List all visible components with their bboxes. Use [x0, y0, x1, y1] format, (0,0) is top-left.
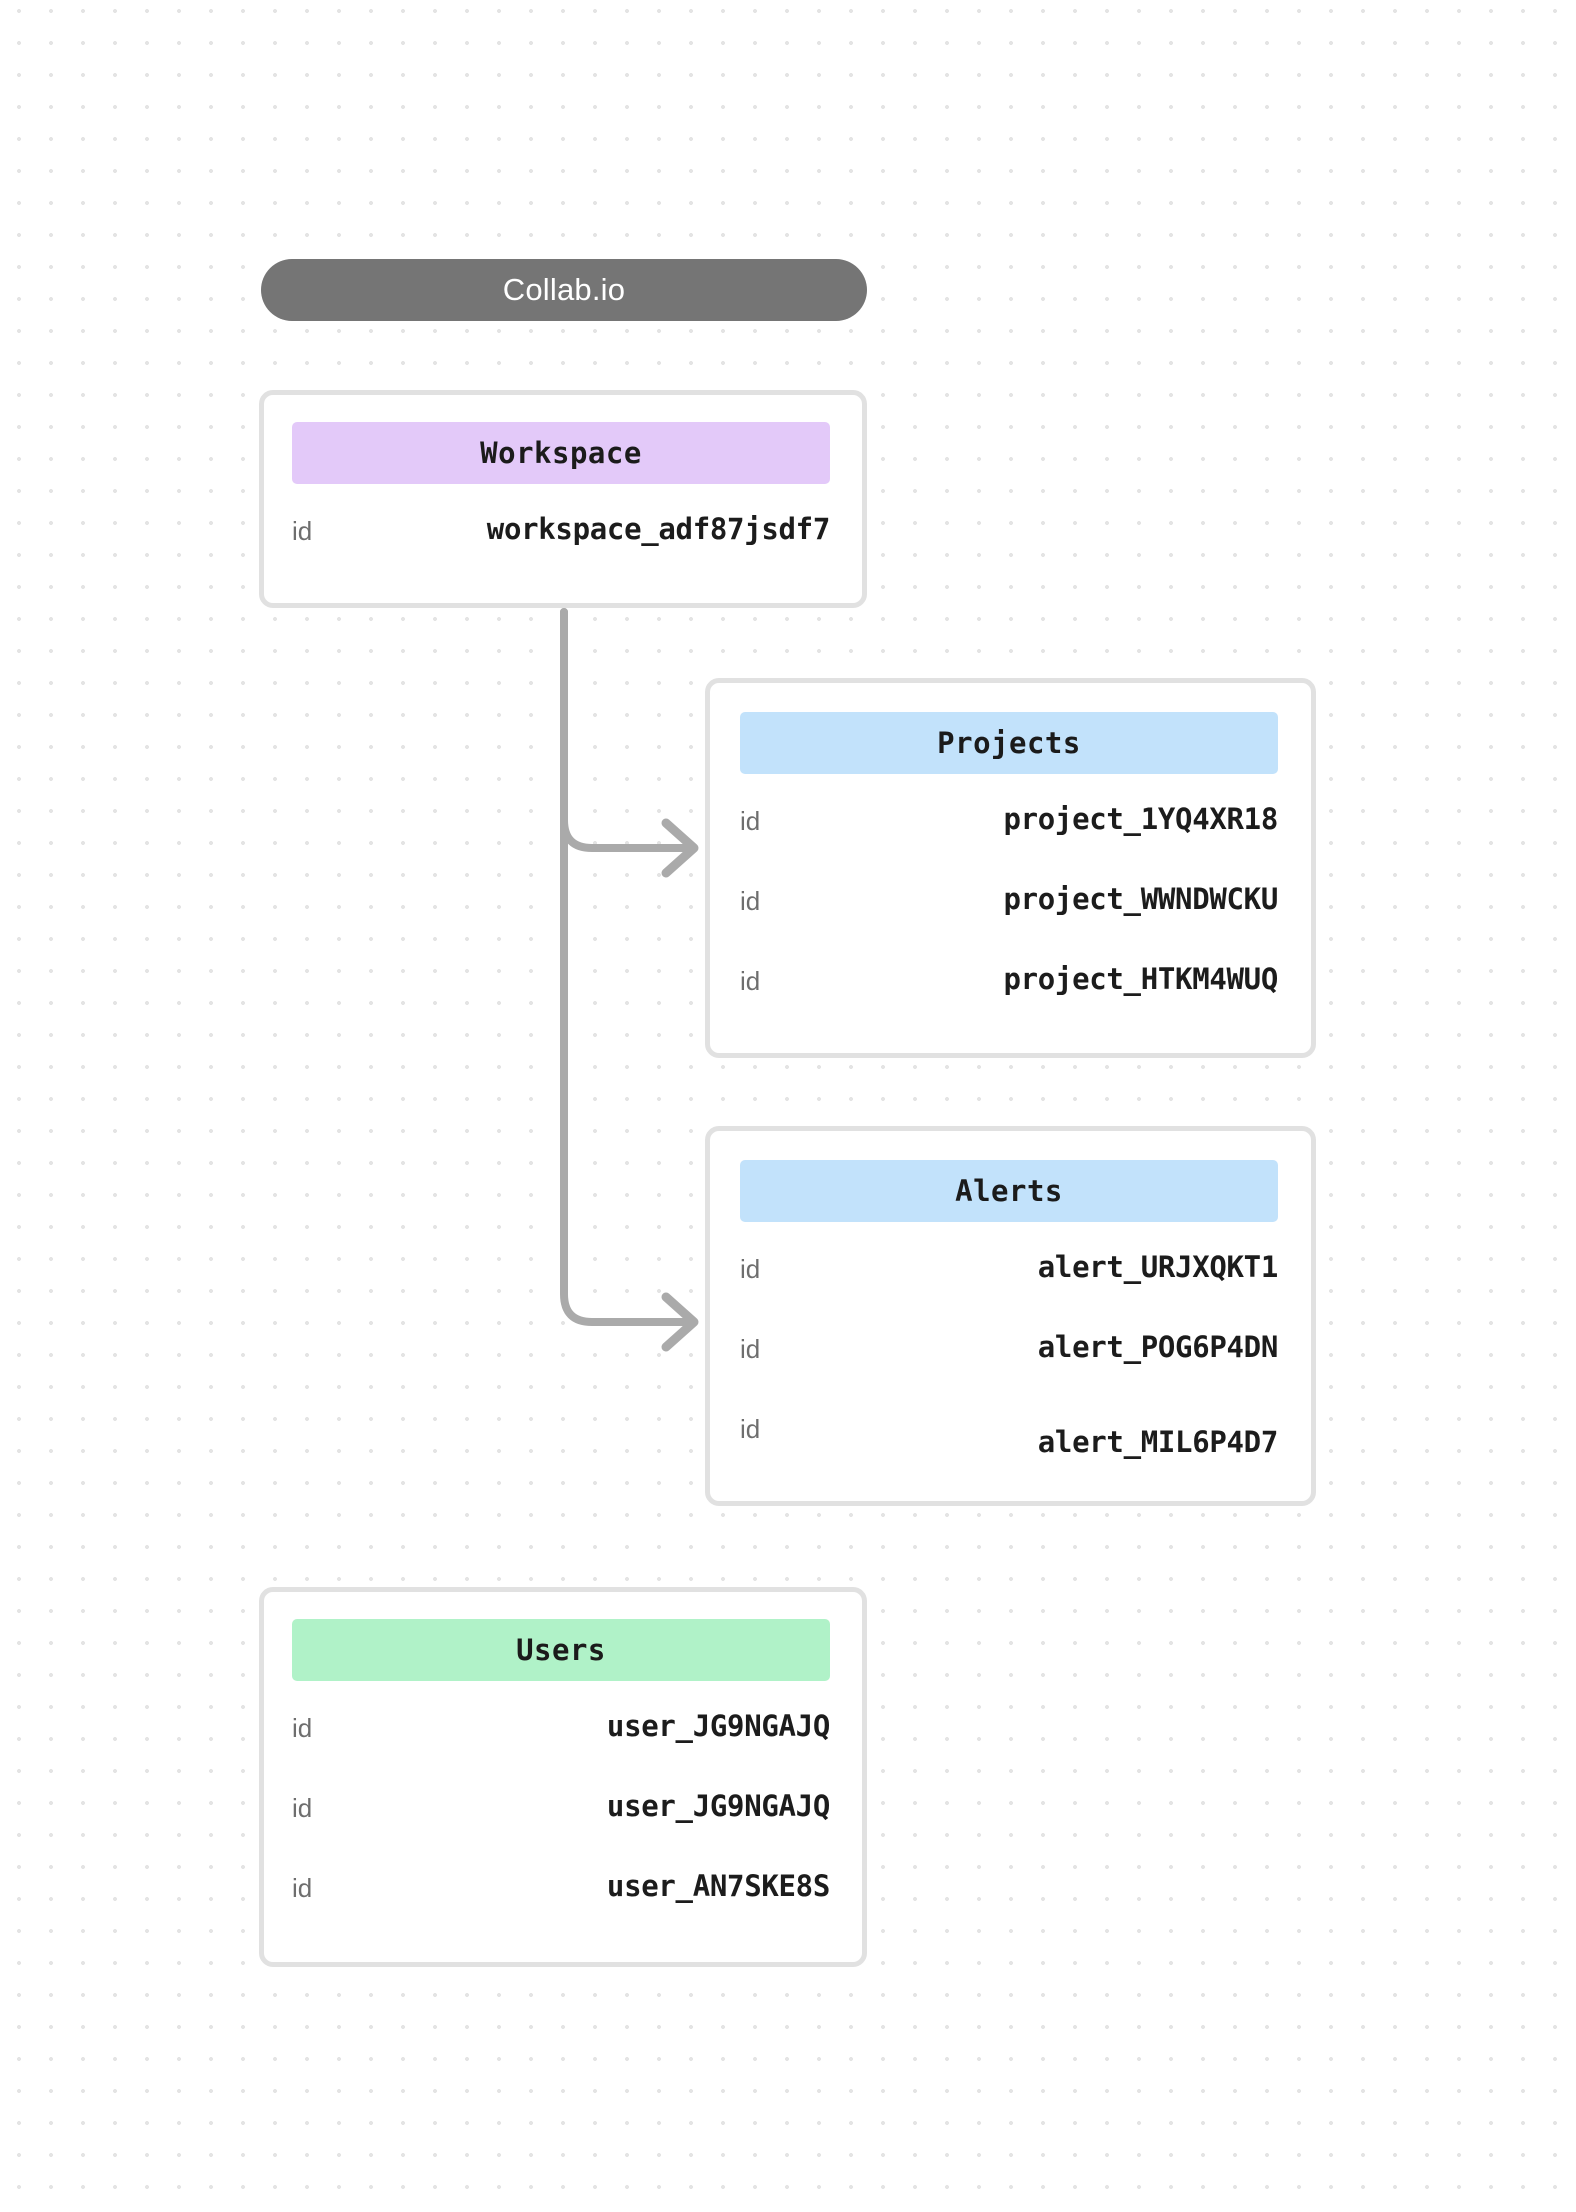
- connector-workspace-to-projects: [560, 608, 694, 852]
- arrowhead-projects-icon: [661, 818, 699, 878]
- row-key: id: [292, 516, 313, 546]
- row-value: user_AN7SKE8S: [606, 1869, 830, 1903]
- connector-workspace-to-alerts: [560, 608, 694, 1326]
- entity-title-alerts: Alerts: [740, 1160, 1278, 1222]
- row-value: user_JG9NGAJQ: [606, 1709, 830, 1743]
- arrowhead-alerts-icon: [661, 1292, 699, 1352]
- table-row[interactable]: id user_JG9NGAJQ: [292, 1789, 830, 1829]
- row-value: alert_URJXQKT1: [1037, 1250, 1279, 1284]
- row-key: id: [740, 886, 761, 916]
- app-title-label: Collab.io: [502, 272, 626, 307]
- entity-title-workspace: Workspace: [292, 422, 830, 484]
- table-row[interactable]: id alert_POG6P4DN: [740, 1330, 1278, 1370]
- row-value: project_HTKM4WUQ: [1003, 962, 1278, 996]
- row-value: workspace_adf87jsdf7: [486, 512, 831, 546]
- row-key: id: [740, 806, 761, 836]
- row-key: id: [292, 1713, 313, 1743]
- row-key: id: [740, 1334, 761, 1364]
- entity-card-projects[interactable]: Projects id project_1YQ4XR18 id project_…: [705, 678, 1316, 1058]
- row-key: id: [292, 1873, 313, 1903]
- table-row[interactable]: id user_JG9NGAJQ: [292, 1709, 830, 1749]
- entity-title-users: Users: [292, 1619, 830, 1681]
- table-row[interactable]: id alert_MIL6P4D7: [740, 1410, 1278, 1465]
- entity-card-users[interactable]: Users id user_JG9NGAJQ id user_JG9NGAJQ …: [259, 1587, 867, 1967]
- row-value: project_1YQ4XR18: [1003, 802, 1278, 836]
- entity-card-workspace[interactable]: Workspace id workspace_adf87jsdf7: [259, 390, 867, 608]
- row-key: id: [740, 1414, 761, 1444]
- table-row[interactable]: id alert_URJXQKT1: [740, 1250, 1278, 1290]
- table-row[interactable]: id user_AN7SKE8S: [292, 1869, 830, 1909]
- table-row[interactable]: id project_WWNDWCKU: [740, 882, 1278, 922]
- row-value: alert_MIL6P4D7: [1037, 1425, 1279, 1459]
- row-key: id: [740, 1254, 761, 1284]
- app-title-pill: Collab.io: [261, 259, 867, 321]
- entity-title-projects: Projects: [740, 712, 1278, 774]
- entity-card-alerts[interactable]: Alerts id alert_URJXQKT1 id alert_POG6P4…: [705, 1126, 1316, 1506]
- table-row[interactable]: id project_1YQ4XR18: [740, 802, 1278, 842]
- table-row[interactable]: id workspace_adf87jsdf7: [292, 512, 830, 552]
- row-key: id: [292, 1793, 313, 1823]
- row-value: user_JG9NGAJQ: [606, 1789, 830, 1823]
- row-value: project_WWNDWCKU: [1003, 882, 1278, 916]
- row-key: id: [740, 966, 761, 996]
- row-value: alert_POG6P4DN: [1037, 1330, 1279, 1364]
- table-row[interactable]: id project_HTKM4WUQ: [740, 962, 1278, 1002]
